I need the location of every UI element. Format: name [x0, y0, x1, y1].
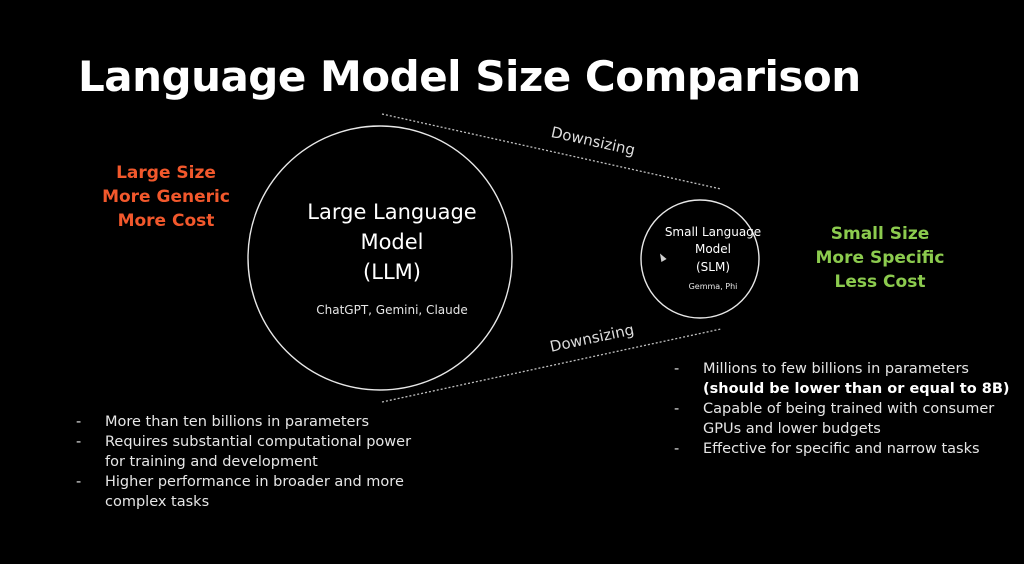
slm-title-line-1: Small Language: [665, 225, 761, 239]
slm-title-line-3: (SLM): [696, 260, 730, 274]
llm-title-line-2: Model: [360, 230, 423, 254]
dash-icon: -: [674, 441, 680, 457]
slm-trait-specific: More Specific: [815, 248, 945, 268]
parameter-limit-note: (should be lower than or equal to 8B): [703, 381, 1010, 397]
slm-trait-size: Small Size: [830, 224, 930, 244]
downsizing-bottom-label: Downsizing: [548, 320, 635, 355]
llm-traits: Large Size More Generic More Cost: [86, 161, 246, 233]
slm-bullet-list: - Millions to few billions in parameters (…: [668, 359, 1013, 459]
list-item: - Requires substantial computational powe…: [70, 432, 430, 472]
list-item-text: Requires substantial computational power…: [105, 434, 412, 470]
dash-icon: -: [76, 474, 82, 490]
top-tangent-line: [381, 113, 722, 190]
dash-icon: -: [76, 414, 82, 430]
list-item-text: More than ten billions in parameters: [105, 414, 369, 430]
slm-examples: Gemma, Phi: [689, 282, 738, 291]
dash-icon: -: [674, 361, 680, 377]
llm-bullet-list: - More than ten billions in parameters - R…: [70, 412, 430, 512]
llm-circle: [247, 125, 513, 391]
list-item-text: Millions to few billions in parameters: [703, 361, 969, 377]
list-item-text: Capable of being trained with consumer G…: [703, 401, 995, 437]
llm-trait-generic: More Generic: [102, 187, 230, 207]
slide-title: Language Model Size Comparison: [78, 52, 861, 101]
list-item-text: Effective for specific and narrow tasks: [703, 441, 980, 457]
llm-examples: ChatGPT, Gemini, Claude: [316, 303, 467, 317]
slm-traits: Small Size More Specific Less Cost: [800, 222, 960, 294]
slm-title-line-2: Model: [695, 242, 731, 256]
slm-trait-cost: Less Cost: [834, 272, 926, 292]
dash-icon: -: [674, 401, 680, 417]
llm-trait-cost: More Cost: [117, 211, 215, 231]
llm-trait-size: Large Size: [116, 163, 216, 183]
slm-circle: [640, 199, 760, 319]
llm-title-line-3: (LLM): [363, 260, 421, 284]
llm-title-line-1: Large Language: [307, 200, 476, 224]
bottom-tangent-line: [381, 328, 722, 403]
list-item: - Higher performance in broader and more …: [70, 472, 430, 512]
list-item: - Effective for specific and narrow tasks: [668, 439, 1013, 459]
list-item: - Millions to few billions in parameters (…: [668, 359, 1013, 399]
list-item: - More than ten billions in parameters: [70, 412, 430, 432]
list-item: - Capable of being trained with consumer …: [668, 399, 1013, 439]
dash-icon: -: [76, 434, 82, 450]
list-item-text: Higher performance in broader and more c…: [105, 474, 404, 510]
